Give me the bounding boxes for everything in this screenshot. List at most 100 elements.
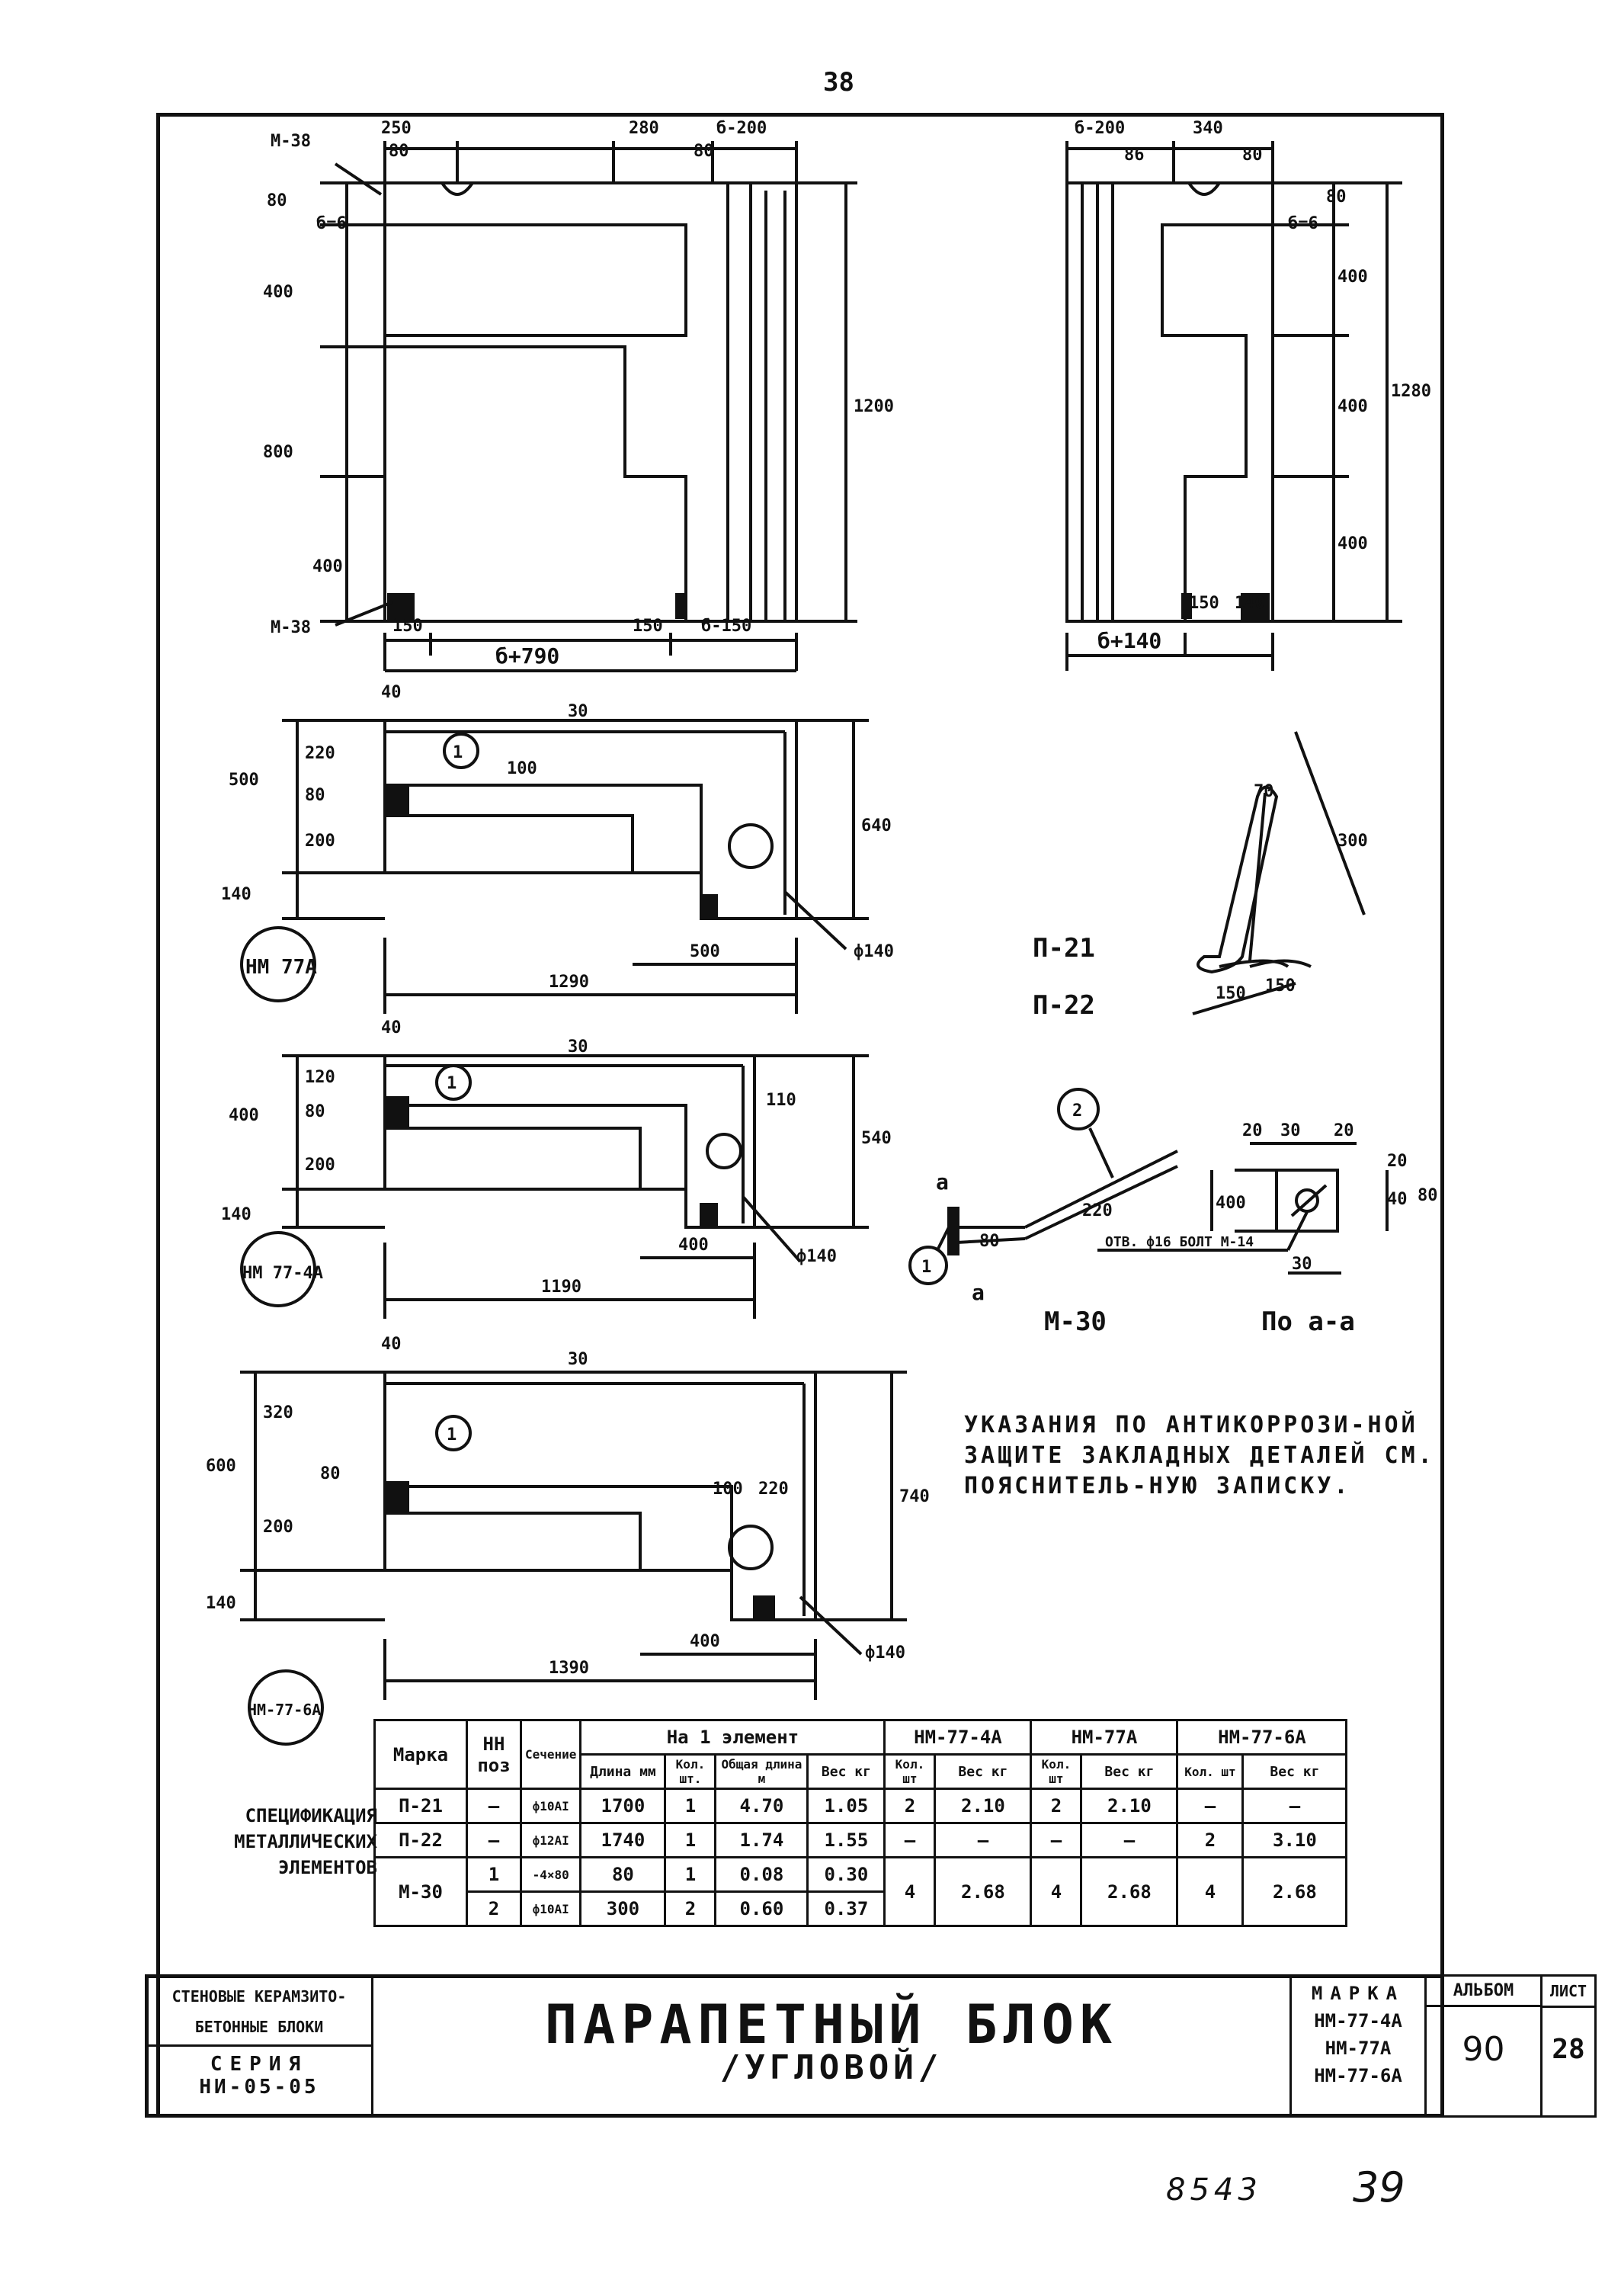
m30-dim-220: 220: [1082, 1201, 1113, 1220]
label-p22: П-22: [1033, 990, 1095, 1021]
dim-b140: б+140: [1097, 628, 1161, 653]
table-row: М-30 1 -4×80 80 1 0.08 0.30 4 2.68 4 2.6…: [373, 1856, 1348, 1927]
table-row: П-21 — ф10АI 1700 1 4.70 1.05 2 2.10 2 2…: [373, 1788, 1348, 1824]
detail-p-dim-150b: 150: [1265, 976, 1296, 996]
cell-tlen: 1.74: [714, 1822, 809, 1858]
cell-len: 1700: [579, 1788, 667, 1824]
hdr-77a-qty: Кол. шт: [1030, 1753, 1083, 1790]
dim-r-80: 80: [1242, 146, 1263, 165]
dim-r-b200: б-200: [1075, 119, 1125, 138]
title-block: Стеновые керамзито-бетонные блоки Серия …: [145, 1974, 1597, 2118]
cell-q6a: —: [1176, 1788, 1245, 1824]
m30-dim-80: 80: [979, 1232, 1000, 1251]
hdr-length: Длина мм: [579, 1753, 667, 1790]
p776a-dim-200: 200: [263, 1518, 293, 1537]
cell-weight: 1.05: [806, 1788, 886, 1824]
cell-w4a: —: [934, 1822, 1033, 1858]
dim-r-400c: 400: [1337, 534, 1368, 553]
cell-tlen: 4.70: [714, 1788, 809, 1824]
cell-sech: ф10АI: [519, 1890, 582, 1927]
label-nm776a: НМ-77-6А: [248, 1701, 321, 1719]
cell-qty: 1: [664, 1788, 717, 1824]
dim-80-top2: 80: [694, 142, 714, 161]
m30-dim-20c: 20: [1387, 1152, 1408, 1171]
series-value: НИ-05-05: [199, 2076, 319, 2099]
p774a-dim-120: 120: [305, 1068, 335, 1087]
p77a-dim-1290: 1290: [549, 973, 589, 992]
hdr-nm774a: НМ-77-4А: [883, 1719, 1033, 1756]
cell-q4a: 4: [883, 1856, 937, 1927]
title-block-sheet: ЛИСТ 28: [1540, 1974, 1597, 2118]
p77a-dim-640: 640: [861, 816, 892, 835]
p774a-diameter: ф140: [796, 1247, 837, 1266]
cell-len: 1740: [579, 1822, 667, 1858]
p776a-dim-100: 100: [713, 1480, 743, 1499]
marka-value-1: НМ-77-4А: [1314, 2010, 1402, 2031]
plan-776a-drawing: [240, 1371, 907, 1746]
hdr-sechenie: Сечение: [519, 1719, 582, 1790]
cell-weight: 1.55: [806, 1822, 886, 1858]
label-section-aa: По а-а: [1261, 1307, 1355, 1337]
cell-sech: ф10АI: [519, 1788, 582, 1824]
m30-callout-1: 1: [921, 1258, 931, 1277]
cell-w4a: 2.68: [934, 1856, 1033, 1927]
mark-m38-bottom: М-38: [271, 618, 311, 637]
hdr-nm77a: НМ-77А: [1030, 1719, 1179, 1756]
title-block-series: Серия НИ-05-05: [145, 2044, 373, 2118]
dim-r-340: 340: [1193, 119, 1223, 138]
detail-p-dim-150a: 150: [1216, 984, 1246, 1003]
album-label: АЛЬБОМ: [1427, 1977, 1540, 2007]
dim-r-b6: б=6: [1288, 214, 1318, 233]
cell-marka: М-30: [373, 1856, 468, 1927]
cell-w6a: —: [1241, 1788, 1348, 1824]
section-mark-a-bottom: а: [972, 1280, 985, 1305]
dim-1200: 1200: [854, 397, 894, 416]
cell-qty: 1: [664, 1856, 717, 1893]
table-row: 2 ф10АI 300 2 0.60 0.37: [375, 1890, 1347, 1927]
cell-w6a: 3.10: [1241, 1822, 1348, 1858]
title-main: ПАРАПЕТНЫЙ БЛОК: [544, 1993, 1119, 2056]
dim-left-400b: 400: [312, 557, 343, 576]
cell-poz: —: [466, 1788, 522, 1824]
p77a-dim-500b: 500: [690, 942, 720, 961]
cell-len: 300: [579, 1890, 667, 1927]
p774a-dim-80: 80: [305, 1102, 325, 1121]
title-block-org: Стеновые керамзито-бетонные блоки: [145, 1974, 373, 2047]
cell-len: 80: [579, 1856, 667, 1893]
hdr-marka: Марка: [373, 1719, 468, 1790]
spec-subheader-row: Длина мм Кол. шт. Общая длина м Вес кг К…: [375, 1753, 1348, 1790]
hdr-per-element: На 1 элемент: [579, 1719, 886, 1756]
label-p21: П-21: [1033, 933, 1095, 964]
plan-774a-drawing: [240, 1054, 869, 1319]
p77a-dim-500: 500: [229, 771, 259, 790]
dim-left-b6: б=6: [316, 214, 347, 233]
cell-w4a: 2.10: [934, 1788, 1033, 1824]
dim-b790: б+790: [495, 643, 559, 669]
cell-qa: 2: [1030, 1788, 1083, 1824]
p776a-dim-80: 80: [320, 1464, 341, 1483]
dim-150a: 150: [392, 617, 423, 636]
callout-1-776a: 1: [447, 1425, 457, 1445]
sheet-label: ЛИСТ: [1543, 1977, 1594, 2008]
cell-marka: П-21: [373, 1788, 468, 1824]
dim-r-150: 150: [1189, 594, 1219, 613]
p774a-dim-40: 40: [381, 1018, 402, 1037]
plan-77a-drawing: [240, 719, 869, 1014]
hdr-77a-weight: Вес кг: [1080, 1753, 1179, 1790]
hdr-774a-qty: Кол. шт: [883, 1753, 937, 1790]
label-m30: М-30: [1044, 1307, 1107, 1337]
p776a-dim-400b: 400: [690, 1632, 720, 1651]
handwritten-number-2: 39: [1353, 2163, 1405, 2211]
p774a-dim-200: 200: [305, 1156, 335, 1175]
p776a-diameter: ф140: [865, 1643, 905, 1663]
p77a-dim-220: 220: [305, 744, 335, 763]
cell-qty: 1: [664, 1822, 717, 1858]
p77a-dim-30: 30: [568, 702, 588, 721]
dim-left-80: 80: [267, 191, 287, 210]
title-block-album: АЛЬБОМ 90: [1424, 1974, 1543, 2118]
cell-poz: 2: [466, 1890, 522, 1927]
title-block-marka: МАРКА НМ-77-4А НМ-77А НМ-77-6А: [1289, 1974, 1427, 2118]
album-value: 90: [1462, 2030, 1505, 2069]
detail-m30-drawing: [908, 1088, 1389, 1285]
